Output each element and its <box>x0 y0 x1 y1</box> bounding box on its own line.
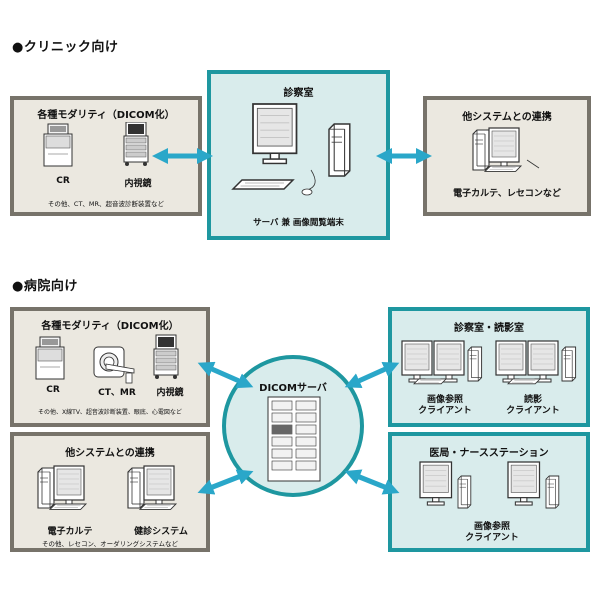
hospital-ct-mr-label: CT、MR <box>98 388 136 398</box>
station-client-label: 画像参照 クライアント <box>465 522 519 543</box>
hospital-other-systems-box: 他システムとの連携 電子カルテ 健診システム その他、レセコン、オーダリングシス… <box>10 432 210 552</box>
read-keyboard-icon <box>507 378 541 385</box>
station-tower-left-icon <box>457 475 472 509</box>
mouse-icon <box>301 188 313 196</box>
ref-monitor-right-icon <box>433 340 465 383</box>
read-tower-icon <box>561 346 577 382</box>
section-title-hospital: ●病院向け <box>12 279 78 294</box>
pc-tower-icon <box>472 129 490 171</box>
hospital-emr-label: 電子カルテ <box>47 527 93 537</box>
exam-reading-room-title: 診察室・読影室 <box>454 323 524 334</box>
server-rack-icon <box>267 396 321 482</box>
pc-keyboard-icon <box>484 165 522 172</box>
clinic-modality-box: 各種モダリティ（DICOM化） CR 内視鏡 その他、CT、MR、超音波診断装置… <box>10 96 202 216</box>
dicom-server-node: DICOMサーバ <box>222 355 364 497</box>
clinic-exam-room-caption: サーバ 兼 画像閲覧端末 <box>253 218 344 228</box>
clinic-modality-title: 各種モダリティ（DICOM化） <box>37 110 175 121</box>
server-tower-icon <box>328 123 351 177</box>
hospital-endoscope-label: 内視鏡 <box>156 388 184 398</box>
hospital-checkup-label: 健診システム <box>134 527 188 537</box>
read-monitor-left-icon <box>495 340 527 383</box>
section-title-clinic: ●クリニック向け <box>12 40 119 55</box>
clinic-endoscope-label: 内視鏡 <box>124 179 152 189</box>
station-tower-right-icon <box>545 475 560 509</box>
nurse-station-box: 医局・ナースステーション 画像参照 クライアント <box>388 432 590 552</box>
hospital-endoscope-device-icon <box>153 334 179 380</box>
clinic-other-systems-caption: 電子カルテ、レセコンなど <box>453 189 561 199</box>
clinic-exam-room-box: 診察室 サーバ 兼 画像閲覧端末 <box>207 70 390 240</box>
cr-device-icon <box>43 123 73 167</box>
keyboard-icon <box>232 179 294 190</box>
emr-keyboard-icon <box>49 503 87 510</box>
hospital-modality-box: 各種モダリティ（DICOM化） CR CT、MR 内視鏡 その他、X線TV、超音… <box>10 307 210 427</box>
ref-keyboard-icon <box>413 378 447 385</box>
hospital-modality-note: その他、X線TV、超音波診断装置、眼底、心電図など <box>38 409 182 416</box>
clinic-other-systems-title: 他システムとの連携 <box>462 112 552 123</box>
clinic-other-systems-box: 他システムとの連携 電子カルテ、レセコンなど <box>423 96 591 216</box>
hospital-modality-title: 各種モダリティ（DICOM化） <box>41 321 179 332</box>
station-monitor-left-icon <box>419 461 453 506</box>
reading-client-label: 読影 クライアント <box>506 395 560 416</box>
clinic-exam-room-title: 診察室 <box>283 88 314 99</box>
ref-monitor-left-icon <box>401 340 433 383</box>
read-monitor-right-icon <box>527 340 559 383</box>
ct-mr-device-icon <box>93 346 135 384</box>
endoscope-device-icon <box>123 122 149 167</box>
checkup-tower-icon <box>127 467 145 509</box>
clinic-cr-label: CR <box>56 176 70 186</box>
hospital-other-systems-title: 他システムとの連携 <box>65 448 155 459</box>
hospital-cr-label: CR <box>46 385 60 395</box>
pc-monitor-icon <box>488 127 520 170</box>
exam-reading-room-box: 診察室・読影室 画像参照 クライアント 読影 クライアント <box>388 307 590 427</box>
dicom-server-title: DICOMサーバ <box>259 383 327 394</box>
emr-monitor-icon <box>53 465 85 508</box>
image-reference-client-label: 画像参照 クライアント <box>418 395 472 416</box>
ref-tower-icon <box>467 346 483 382</box>
hospital-other-systems-note: その他、レセコン、オーダリングシステムなど <box>42 540 178 548</box>
hospital-cr-device-icon <box>35 336 65 380</box>
checkup-keyboard-icon <box>139 503 177 510</box>
clinic-modality-note: その他、CT、MR、超音波診断装置など <box>47 200 165 208</box>
nurse-station-title: 医局・ナースステーション <box>429 448 549 459</box>
display-monitor-icon <box>252 103 298 165</box>
emr-tower-icon <box>37 467 55 509</box>
station-monitor-right-icon <box>507 461 541 506</box>
checkup-monitor-icon <box>143 465 175 508</box>
